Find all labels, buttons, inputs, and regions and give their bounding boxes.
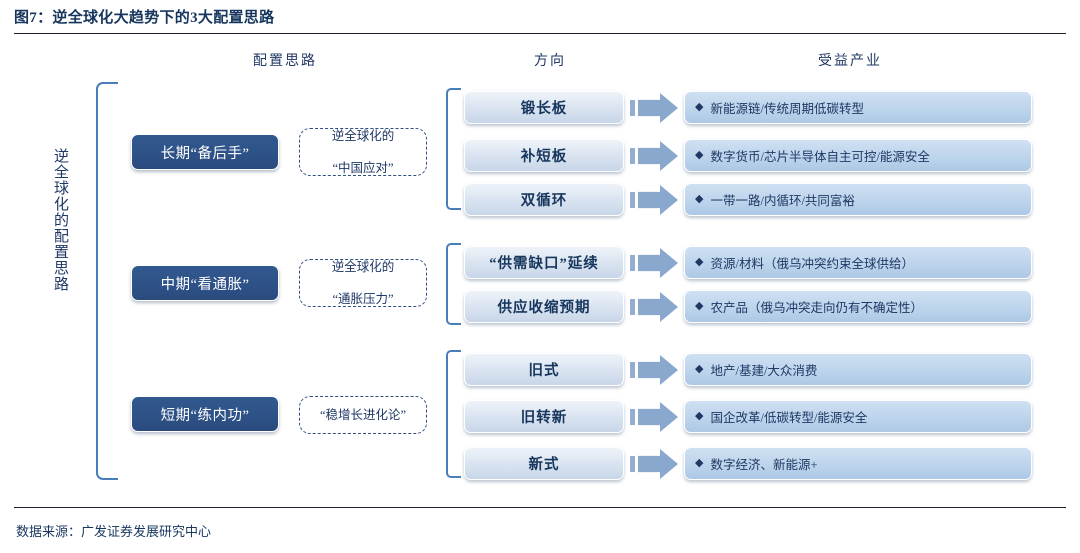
industry-box[interactable]: ◆ 国企改革/低碳转型/能源安全 (684, 400, 1032, 433)
direction-box[interactable]: “供需缺口”延续 (464, 246, 624, 279)
industry-label: 一带一路/内循环/共同富裕 (710, 194, 855, 208)
arrow-icon (630, 355, 678, 385)
note-line-1: “稳增长进化论” (319, 408, 407, 422)
industry-box[interactable]: ◆ 地产/基建/大众消费 (684, 353, 1032, 386)
industry-label: 数字经济、新能源+ (710, 458, 818, 472)
arrow-icon (630, 93, 678, 123)
direction-box[interactable]: 补短板 (464, 139, 624, 172)
industry-box[interactable]: ◆ 资源/材料（俄乌冲突约束全球供给） (684, 246, 1032, 279)
industry-label: 地产/基建/大众消费 (710, 364, 818, 378)
vertical-title: 逆全球化的配置思路 (52, 148, 68, 292)
column-header-direction: 方向 (534, 54, 566, 69)
note-line-1: 逆全球化的 (331, 260, 395, 274)
note-line-2: “通胀压力” (332, 292, 394, 306)
industry-label: 新能源链/传统周期低碳转型 (710, 102, 864, 116)
group-bracket-3 (446, 350, 461, 478)
note-box-short-term: “稳增长进化论” (299, 396, 427, 434)
direction-box[interactable]: 新式 (464, 447, 624, 480)
industry-box[interactable]: ◆ 农产品（俄乌冲突走向仍有不确定性） (684, 290, 1032, 323)
source-note: 数据来源：广发证券发展研究中心 (16, 524, 212, 539)
diamond-bullet-icon: ◆ (695, 256, 704, 268)
diamond-bullet-icon: ◆ (695, 410, 704, 422)
arrow-icon (630, 185, 678, 215)
diamond-bullet-icon: ◆ (695, 457, 704, 469)
direction-box[interactable]: 旧转新 (464, 400, 624, 433)
direction-box[interactable]: 锻长板 (464, 91, 624, 124)
note-line-2: “中国应对” (332, 161, 394, 175)
outer-bracket (96, 82, 118, 480)
industry-label: 国企改革/低碳转型/能源安全 (710, 411, 868, 425)
group-bracket-1 (446, 88, 461, 210)
page-title: 图7：逆全球化大趋势下的3大配置思路 (14, 10, 275, 26)
column-header-industry: 受益产业 (818, 54, 882, 69)
direction-box[interactable]: 供应收缩预期 (464, 290, 624, 323)
industry-label: 农产品（俄乌冲突走向仍有不确定性） (710, 301, 923, 315)
phase-box-mid-term[interactable]: 中期“看通胀” (131, 265, 279, 301)
arrow-icon (630, 292, 678, 322)
note-box-mid-term: 逆全球化的 “通胀压力” (299, 259, 427, 307)
group-bracket-2 (446, 243, 461, 325)
divider-bottom (14, 507, 1066, 508)
phase-box-long-term[interactable]: 长期“备后手” (131, 134, 279, 170)
diamond-bullet-icon: ◆ (695, 193, 704, 205)
phase-box-short-term[interactable]: 短期“练内功” (131, 396, 279, 432)
divider-top (14, 33, 1066, 34)
industry-box[interactable]: ◆ 新能源链/传统周期低碳转型 (684, 91, 1032, 124)
industry-box[interactable]: ◆ 数字货币/芯片半导体自主可控/能源安全 (684, 139, 1032, 172)
industry-label: 资源/材料（俄乌冲突约束全球供给） (710, 257, 914, 271)
direction-box[interactable]: 双循环 (464, 183, 624, 216)
arrow-icon (630, 248, 678, 278)
industry-box[interactable]: ◆ 数字经济、新能源+ (684, 447, 1032, 480)
industry-box[interactable]: ◆ 一带一路/内循环/共同富裕 (684, 183, 1032, 216)
note-box-long-term: 逆全球化的 “中国应对” (299, 128, 427, 176)
diamond-bullet-icon: ◆ (695, 149, 704, 161)
industry-label: 数字货币/芯片半导体自主可控/能源安全 (710, 150, 930, 164)
arrow-icon (630, 141, 678, 171)
arrow-icon (630, 449, 678, 479)
note-line-1: 逆全球化的 (331, 129, 395, 143)
diamond-bullet-icon: ◆ (695, 101, 704, 113)
arrow-icon (630, 402, 678, 432)
diamond-bullet-icon: ◆ (695, 300, 704, 312)
column-header-strategy: 配置思路 (253, 54, 317, 69)
diamond-bullet-icon: ◆ (695, 363, 704, 375)
direction-box[interactable]: 旧式 (464, 353, 624, 386)
